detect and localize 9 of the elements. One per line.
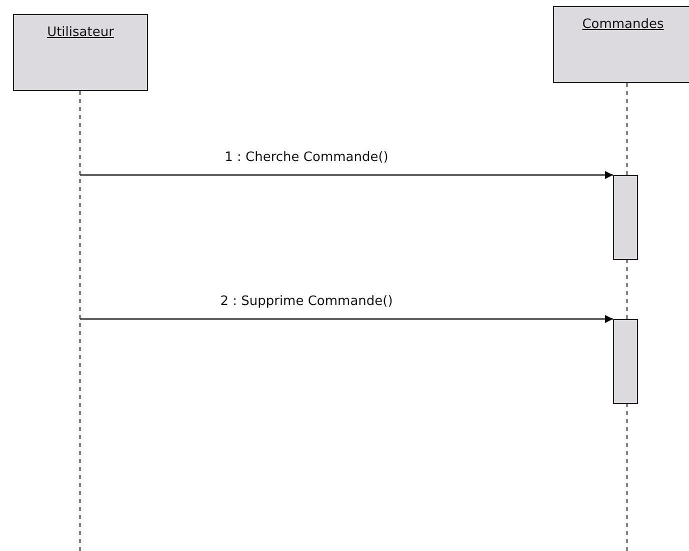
edge-label: 2 : Supprime Commande() [218,294,395,309]
object-name: Commandes [581,17,665,32]
object-box [553,6,689,83]
object-name: Utilisateur [46,25,115,40]
message-arrow [80,171,613,179]
message-arrow [80,315,613,323]
object-box [13,14,148,91]
activation-bar [613,319,638,404]
activation-bar [613,175,638,260]
